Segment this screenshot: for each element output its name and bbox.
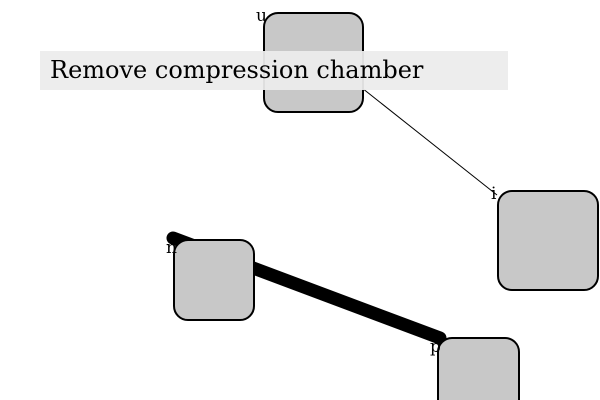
node-left-label: n [166,238,177,258]
node-right[interactable]: i [491,184,599,291]
node-left-box [173,239,255,321]
node-bottom[interactable]: p [430,337,520,400]
node-right-box [497,190,599,291]
node-top-label: u [256,6,267,26]
node-left[interactable]: n [166,238,255,321]
node-bottom-label: p [430,337,441,357]
caption-label: Remove compression chamber [40,51,508,90]
edge-top-right [361,87,498,196]
node-bottom-box [437,337,520,400]
node-right-label: i [491,184,497,204]
